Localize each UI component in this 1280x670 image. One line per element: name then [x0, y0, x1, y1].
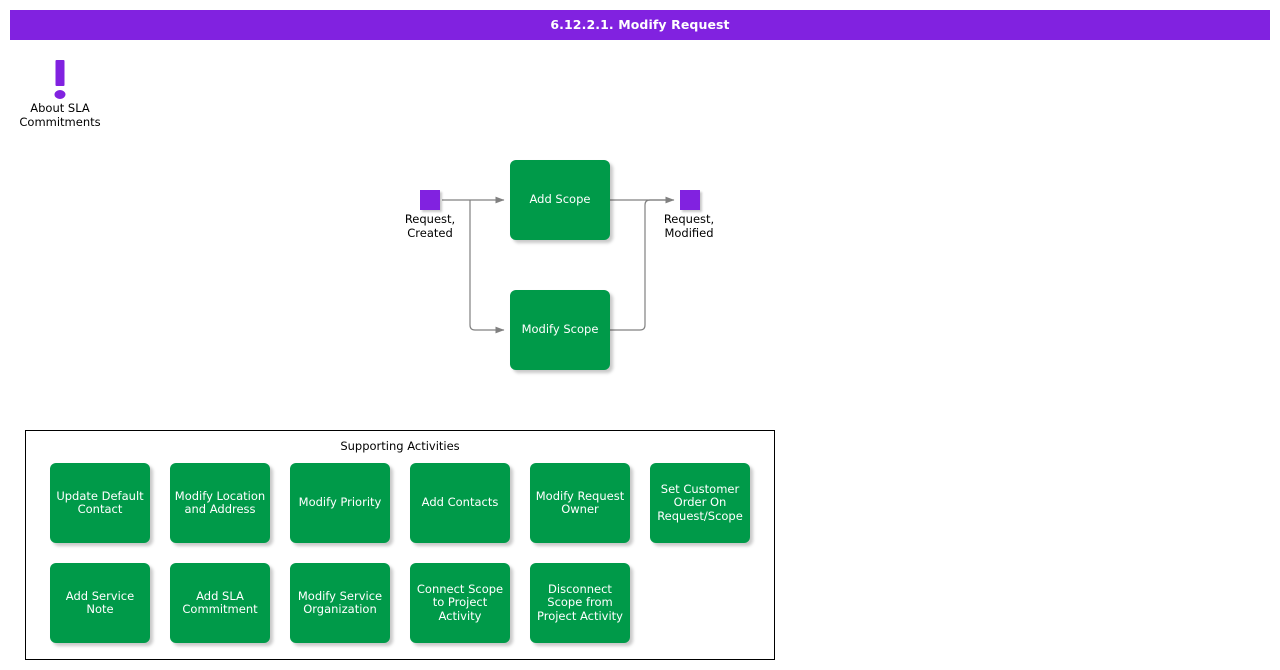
supporting-activity-connect-scope-to-project-activity[interactable]: Connect Scope to Project Activity	[410, 563, 510, 643]
supporting-activity-add-sla-commitment[interactable]: Add SLA Commitment	[170, 563, 270, 643]
page-title: 6.12.2.1. Modify Request	[550, 16, 730, 32]
supporting-activity-set-customer-order-on-request-scope[interactable]: Set Customer Order On Request/Scope	[650, 463, 750, 543]
supporting-activity-modify-request-owner[interactable]: Modify Request Owner	[530, 463, 630, 543]
start-event-request-created[interactable]	[420, 190, 440, 210]
exclamation-icon	[12, 58, 108, 102]
supporting-activity-update-default-contact[interactable]: Update Default Contact	[50, 463, 150, 543]
supporting-activity-add-contacts[interactable]: Add Contacts	[410, 463, 510, 543]
exclamation-dot	[54, 90, 66, 99]
end-event-label: Request, Modified	[663, 212, 715, 240]
activity-modify-scope[interactable]: Modify Scope	[510, 290, 610, 370]
supporting-activity-modify-location-and-address[interactable]: Modify Location and Address	[170, 463, 270, 543]
end-event-request-modified[interactable]	[680, 190, 700, 210]
supporting-activities-panel: Supporting Activities Update Default Con…	[25, 430, 775, 660]
activity-add-scope[interactable]: Add Scope	[510, 160, 610, 240]
supporting-activity-modify-priority[interactable]: Modify Priority	[290, 463, 390, 543]
supporting-activities-row: Add Service Note Add SLA Commitment Modi…	[50, 563, 630, 643]
supporting-activities-title: Supporting Activities	[340, 439, 460, 453]
about-sla-commitments-note[interactable]: About SLA Commitments	[12, 58, 108, 129]
supporting-activity-modify-service-organization[interactable]: Modify Service Organization	[290, 563, 390, 643]
start-event-label: Request, Created	[404, 212, 456, 240]
supporting-activity-add-service-note[interactable]: Add Service Note	[50, 563, 150, 643]
exclamation-bar	[55, 60, 65, 86]
supporting-activities-row: Update Default Contact Modify Location a…	[50, 463, 750, 543]
page-title-bar: 6.12.2.1. Modify Request	[10, 10, 1270, 40]
about-sla-commitments-label: About SLA Commitments	[19, 101, 101, 129]
supporting-activity-disconnect-scope-from-project-activity[interactable]: Disconnect Scope from Project Activity	[530, 563, 630, 643]
